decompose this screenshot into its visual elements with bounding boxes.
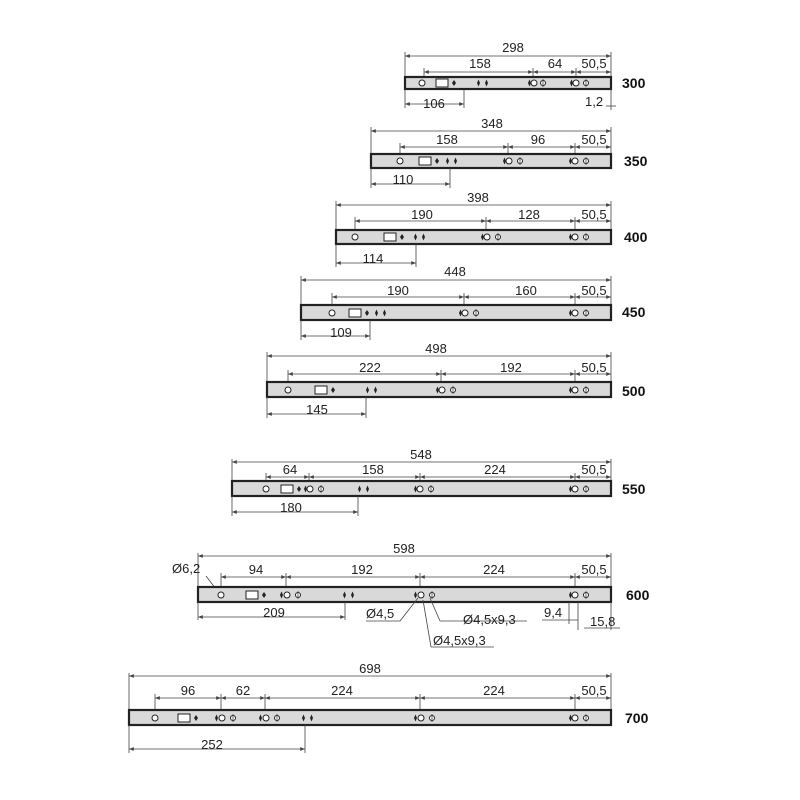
dim-top-1: 64	[283, 462, 297, 477]
rail-400: 398 190 128 50,5 114 400	[334, 190, 648, 267]
rail-body	[299, 303, 613, 322]
rail-length-label: 700	[625, 710, 649, 726]
dim-slot-1: Ø4,5x9,3	[463, 612, 516, 627]
dim-top-1: 158	[436, 132, 458, 147]
rail-length-label: 550	[622, 481, 646, 497]
dim-top-3: 224	[484, 462, 506, 477]
dim-top-3: 50,5	[581, 283, 606, 298]
rail-600: 598 94 192 224 50,5 Ø6,2 209 Ø4,5	[172, 541, 650, 648]
dim-top-2: 192	[500, 360, 522, 375]
rail-length-label: 400	[624, 229, 648, 245]
dim-total: 548	[410, 447, 432, 462]
dim-spacing-2: 15,8	[590, 614, 615, 629]
dim-total: 498	[425, 341, 447, 356]
dim-top-1: 190	[411, 207, 433, 222]
dim-top-2: 96	[531, 132, 545, 147]
dim-offset: 1,2	[585, 94, 603, 109]
rail-350: 348 158 96 50,5 110 350	[369, 116, 648, 188]
rail-450: 448 190 160 50,5 109 450	[299, 264, 646, 340]
dim-top-3: 224	[331, 683, 353, 698]
rail-body	[334, 228, 613, 246]
dim-top-3: 50,5	[581, 132, 606, 147]
dim-total: 298	[502, 40, 524, 55]
dim-top-1: 190	[387, 283, 409, 298]
dim-bottom: 110	[393, 172, 414, 187]
dim-bottom: 106	[423, 96, 445, 111]
rail-body	[196, 585, 613, 604]
dim-bottom: 180	[280, 500, 302, 515]
dim-total: 348	[481, 116, 503, 131]
rail-length-label: 450	[622, 304, 646, 320]
rail-length-label: 500	[622, 383, 646, 399]
dim-top-3: 224	[483, 562, 505, 577]
dim-top-1: 158	[469, 56, 491, 71]
rail-length-label: 600	[626, 587, 650, 603]
dim-top-2: 128	[518, 207, 540, 222]
rail-500: 498 222 192 50,5 145 500	[265, 341, 646, 418]
dim-bottom: 114	[363, 251, 384, 266]
rail-body	[403, 75, 613, 91]
dim-top-1: 96	[181, 683, 195, 698]
dim-top-2: 64	[548, 56, 562, 71]
dim-top-5: 50,5	[581, 683, 606, 698]
dim-top-3: 50,5	[581, 207, 606, 222]
dim-top-1: 94	[249, 562, 263, 577]
dim-total: 448	[444, 264, 466, 279]
dim-top-2: 62	[236, 683, 250, 698]
dim-top-2: 192	[351, 562, 373, 577]
dim-bottom: 145	[306, 402, 328, 417]
dim-total: 698	[359, 661, 381, 676]
dim-top-4: 50,5	[581, 562, 606, 577]
dim-spacing-1: 9,4	[544, 605, 562, 620]
dim-slot-2: Ø4,5x9,3	[433, 633, 486, 648]
rail-length-label: 350	[624, 153, 648, 169]
dim-total: 598	[393, 541, 415, 556]
dim-top-2: 160	[515, 283, 537, 298]
rail-body	[127, 708, 613, 727]
dim-bottom: 252	[201, 737, 223, 752]
dim-top-4: 224	[483, 683, 505, 698]
dim-hole-dia-2: Ø4,5	[366, 606, 394, 621]
dim-top-2: 158	[362, 462, 384, 477]
dim-top-4: 50,5	[581, 462, 606, 477]
dim-total: 398	[467, 190, 489, 205]
rail-700: 698 96 62 224 224 50,5 252 700	[127, 661, 649, 753]
rail-length-label: 300	[622, 75, 646, 91]
rail-550: 548 64 158 224 50,5 180 550	[230, 447, 646, 516]
dim-top-3: 50,5	[581, 56, 606, 71]
rail-300: 298 158 64 50,5 106 1,2 300	[403, 40, 646, 111]
dim-top-3: 50,5	[581, 360, 606, 375]
dim-hole-dia-1: Ø6,2	[172, 561, 200, 576]
dim-top-1: 222	[359, 360, 381, 375]
dim-bottom: 109	[330, 325, 352, 340]
dim-bottom: 209	[263, 605, 285, 620]
